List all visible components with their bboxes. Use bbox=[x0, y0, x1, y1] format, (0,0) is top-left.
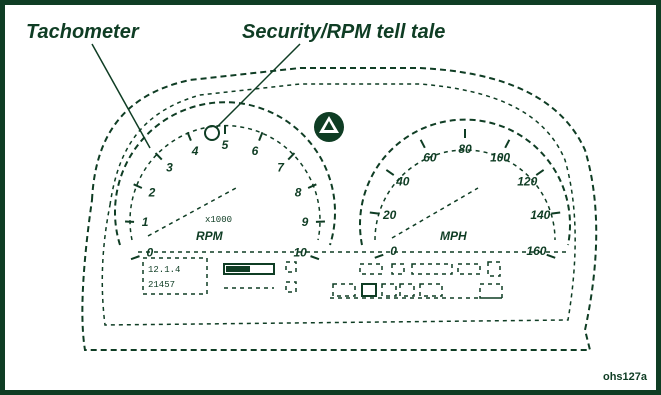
tachometer-number: 2 bbox=[148, 185, 156, 199]
tachometer-number: 8 bbox=[295, 185, 302, 199]
speedometer-tick bbox=[374, 253, 384, 259]
speedometer-number: 120 bbox=[517, 174, 537, 188]
lcd-line-2: 21457 bbox=[148, 280, 175, 290]
tachometer-number: 9 bbox=[302, 215, 309, 229]
speedometer-dial bbox=[359, 118, 571, 246]
security-tell-tale-lamp bbox=[204, 125, 220, 141]
speedometer-needle bbox=[391, 187, 479, 239]
fuel-gauge-bar bbox=[223, 263, 275, 275]
speedometer-number: 160 bbox=[526, 244, 546, 258]
center-warning-lamp bbox=[314, 112, 344, 142]
speedometer-number: 20 bbox=[382, 208, 397, 222]
tachometer-callout-label: Tachometer bbox=[26, 21, 139, 43]
speedometer-tick bbox=[369, 211, 379, 215]
tachometer-multiplier: x1000 bbox=[205, 215, 232, 225]
speedometer-tick bbox=[504, 139, 511, 149]
tachometer-ticks bbox=[125, 125, 325, 261]
speedometer-unit: MPH bbox=[440, 229, 467, 243]
tachometer-number: 3 bbox=[166, 160, 173, 174]
speedometer-tick bbox=[419, 139, 426, 149]
tachometer-number: 5 bbox=[222, 138, 229, 152]
speedometer-ticks bbox=[369, 129, 561, 259]
speedometer-numbers: 0 20 40 60 80 100 120 140 160 bbox=[382, 142, 551, 258]
tachometer-tick bbox=[287, 152, 296, 161]
lower-display-panel: 12.1.4 21457 bbox=[138, 251, 570, 299]
speedometer-number: 40 bbox=[395, 174, 410, 188]
tachometer-tick bbox=[154, 152, 163, 161]
tachometer-tick bbox=[130, 255, 140, 261]
speedometer-tick bbox=[535, 169, 545, 176]
security-tell-tale-callout-label: Security/RPM tell tale bbox=[242, 21, 446, 43]
cluster-inner-outline bbox=[101, 83, 576, 326]
figure-id: ohs127a bbox=[602, 371, 647, 383]
speedometer-number: 60 bbox=[423, 151, 437, 165]
tachometer-tick bbox=[258, 131, 264, 142]
tachometer-unit: RPM bbox=[196, 229, 224, 243]
tachometer-tick bbox=[133, 183, 143, 189]
tachometer-number: 1 bbox=[142, 215, 149, 229]
security-leader-line bbox=[215, 43, 301, 129]
tachometer-number: 7 bbox=[277, 160, 285, 174]
speedometer-tick bbox=[546, 253, 556, 259]
tachometer-number: 4 bbox=[191, 144, 199, 158]
speedometer-number: 140 bbox=[530, 208, 550, 222]
tachometer-tick bbox=[310, 255, 320, 261]
speedometer-number: 80 bbox=[458, 142, 472, 156]
cluster-housing-outline bbox=[81, 67, 598, 351]
tachometer-needle bbox=[147, 187, 237, 237]
tachometer-tick bbox=[186, 131, 192, 142]
speedometer-tick bbox=[551, 211, 561, 215]
tachometer-tick bbox=[307, 183, 317, 189]
lcd-display bbox=[142, 257, 208, 295]
speedometer-number: 0 bbox=[390, 244, 397, 258]
tachometer-leader-line bbox=[91, 43, 151, 149]
speedometer-tick bbox=[385, 169, 395, 176]
lcd-line-1: 12.1.4 bbox=[148, 265, 180, 275]
tachometer-number: 6 bbox=[252, 144, 259, 158]
speedometer-number: 100 bbox=[490, 151, 510, 165]
